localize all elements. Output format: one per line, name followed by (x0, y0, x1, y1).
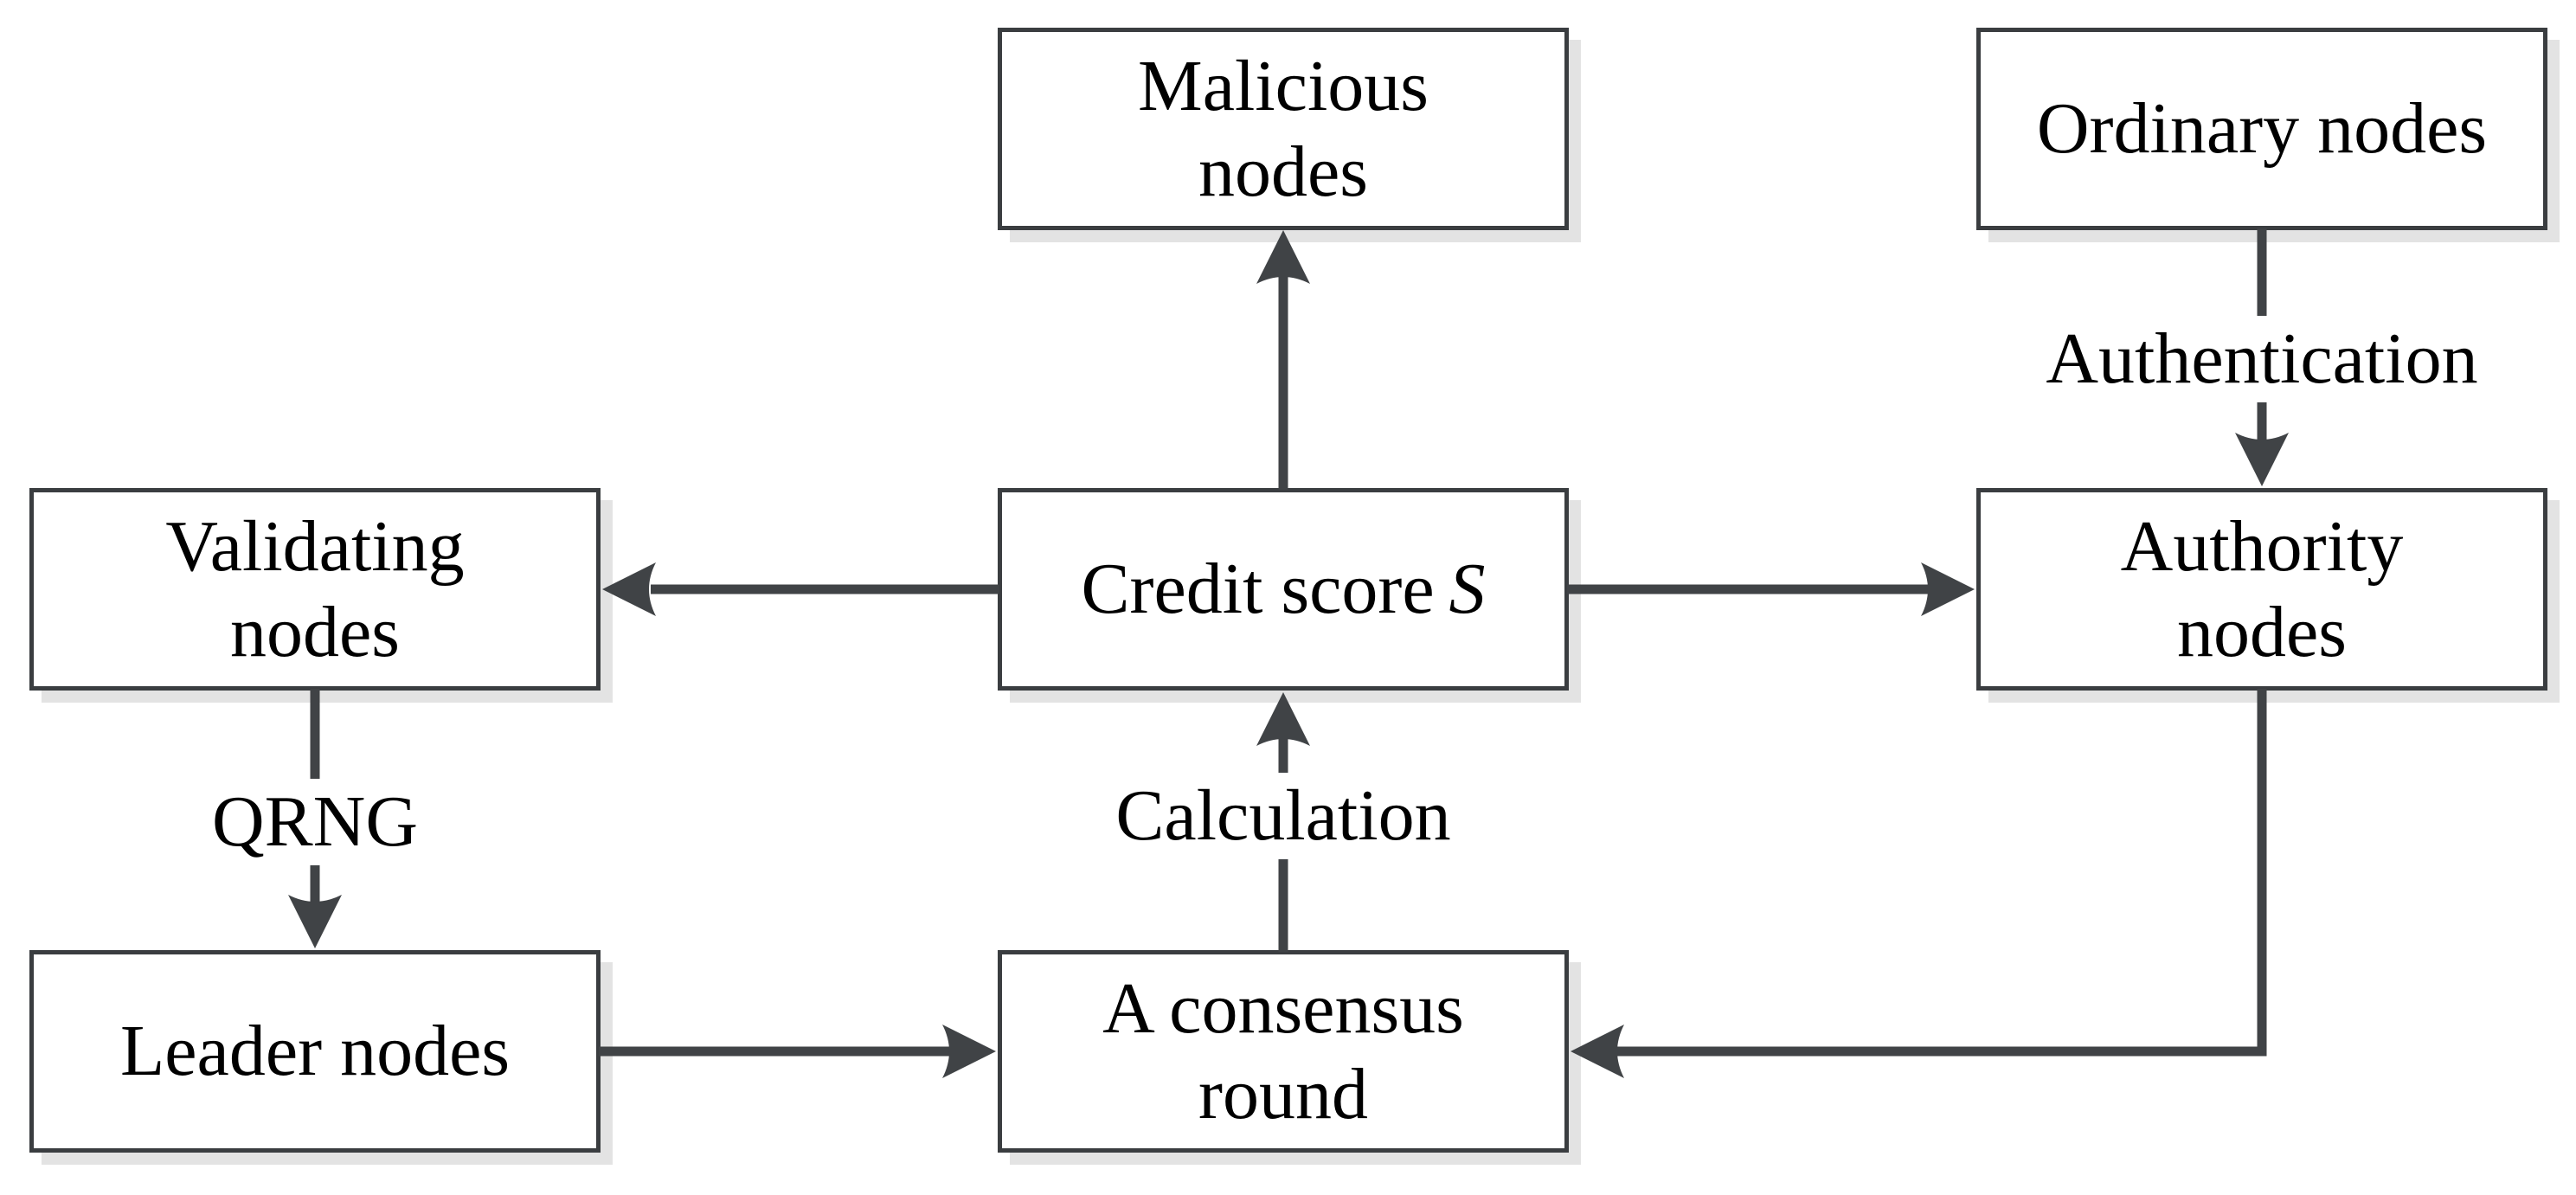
credit-score-variable: S (1449, 549, 1486, 630)
node-label: Leader nodes (119, 1011, 511, 1092)
edge-validating-to-leader-arrowhead (288, 895, 342, 948)
node-ordinary-nodes: Ordinary nodes (1976, 28, 2547, 230)
node-label: nodes (230, 592, 400, 672)
node-label: Authority (2120, 505, 2404, 587)
node-label: nodes (1198, 132, 1368, 212)
edge-authority-to-consensus-arrowhead (1571, 1025, 1624, 1078)
edge-label-qrng: QRNG (199, 779, 431, 865)
edge-ordinary-to-authority-arrowhead (2235, 433, 2289, 486)
edge-label-calculation: Calculation (1103, 773, 1463, 859)
edge-leader-to-consensus-arrowhead (942, 1025, 996, 1078)
edge-label-authentication: Authentication (2033, 316, 2490, 402)
edge-credit-to-authority-arrowhead (1921, 562, 1975, 616)
edge-credit-to-validating-arrowhead (602, 562, 656, 616)
node-authority-nodes: Authority nodes (1976, 488, 2547, 691)
node-consensus-round: A consensus round (998, 950, 1569, 1153)
node-label: Malicious (1138, 45, 1429, 126)
node-validating-nodes: Validating nodes (29, 488, 601, 691)
edge-credit-to-malicious-arrowhead (1256, 230, 1310, 284)
node-leader-nodes: Leader nodes (29, 950, 601, 1153)
node-label: round (1198, 1054, 1368, 1134)
edge-consensus-to-credit-arrowhead (1256, 692, 1310, 746)
node-label: Ordinary nodes (2036, 88, 2488, 170)
node-malicious-nodes: Malicious nodes (998, 28, 1569, 230)
edge-authority-to-consensus-shaft (1616, 689, 2267, 1057)
node-label: Validating (165, 505, 465, 587)
node-label: nodes (2177, 592, 2347, 672)
node-label: A consensus (1102, 967, 1464, 1049)
